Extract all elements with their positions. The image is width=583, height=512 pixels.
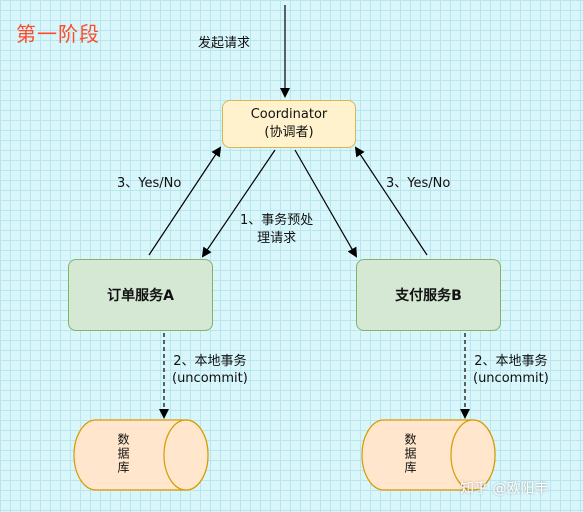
stage-title: 第一阶段 [16, 22, 100, 46]
database-right-label: 数据库 [403, 433, 417, 475]
database-right [361, 419, 496, 491]
watermark: 知乎 @欧阳丰 [460, 481, 549, 497]
prepare-request-line1: 1、事务预处 [240, 213, 314, 228]
service-a-label: 订单服务A [107, 288, 174, 304]
initiate-request-label: 发起请求 [198, 36, 251, 51]
vote-label-right: 3、Yes/No [386, 176, 451, 191]
prepare-arrow-a [201, 149, 276, 258]
local-tx-label-right: 2、本地事务 (uncommit) [473, 353, 549, 387]
local-tx-right-line2: (uncommit) [473, 371, 549, 386]
coordinator-node: Coordinator (协调者) [222, 100, 356, 148]
local-tx-left-line1: 2、本地事务 [173, 354, 247, 369]
coordinator-subtitle: (协调者) [264, 125, 314, 140]
service-b-label: 支付服务B [395, 288, 462, 304]
vote-label-left: 3、Yes/No [117, 176, 182, 191]
database-left [73, 419, 209, 491]
service-a-node: 订单服务A [68, 259, 213, 331]
service-b-node: 支付服务B [356, 259, 501, 331]
local-tx-label-left: 2、本地事务 (uncommit) [172, 353, 248, 387]
local-tx-right-line1: 2、本地事务 [474, 354, 548, 369]
prepare-arrow-b [294, 149, 357, 258]
database-left-label: 数据库 [116, 433, 130, 475]
prepare-request-label: 1、事务预处 理请求 [240, 212, 313, 248]
coordinator-title: Coordinator [250, 107, 328, 122]
vote-arrow-b [354, 146, 428, 256]
vote-arrow-a [148, 146, 222, 256]
prepare-request-line2: 理请求 [257, 231, 297, 246]
local-tx-left-line2: (uncommit) [172, 371, 248, 386]
